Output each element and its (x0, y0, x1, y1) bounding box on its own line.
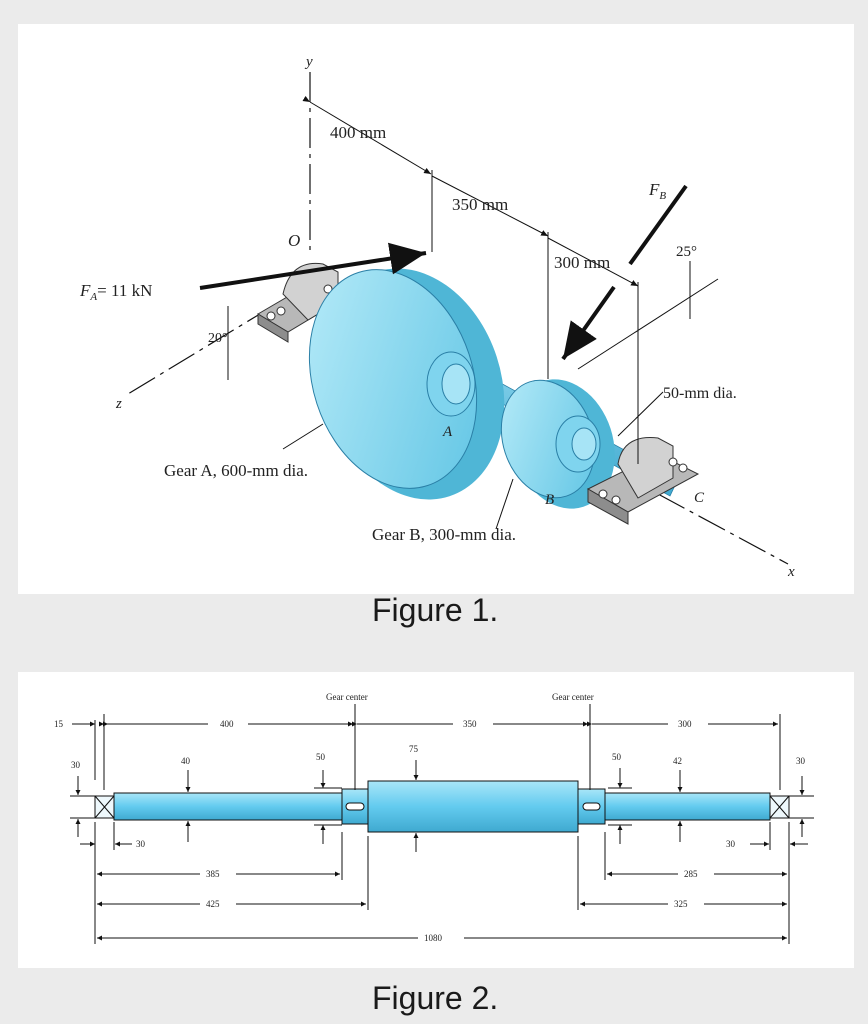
x-axis-line (657, 493, 789, 565)
figure-1-panel: y z x O 400 mm 350 mm 300 mm FB 25° FA= … (18, 24, 854, 594)
dim-42: 42 (673, 756, 682, 766)
shaft-profile (94, 780, 790, 833)
dim-15: 15 (54, 719, 64, 729)
dimension-400: 400 mm (330, 123, 386, 142)
shaft-diameter-label: 50-mm dia. (663, 385, 737, 402)
dim-425: 425 (206, 899, 220, 909)
point-b-label: B (545, 492, 554, 508)
figure-2-panel: Gear center Gear center 15 400 350 300 3… (18, 672, 854, 968)
shaft-segment-42 (604, 792, 771, 821)
figure-1-caption: Figure 1. (372, 592, 499, 628)
force-b-arrow-head (561, 285, 616, 361)
dim-30-right: 30 (796, 756, 806, 766)
gear-center-right-label: Gear center (552, 692, 594, 702)
dim-30-left: 30 (71, 760, 81, 770)
y-axis-label: y (304, 54, 313, 70)
dim-325: 325 (674, 899, 688, 909)
z-axis-label: z (115, 396, 122, 412)
dim-300: 300 (678, 719, 692, 729)
dim-30-bottom-right: 30 (726, 839, 736, 849)
right-bearing (586, 437, 700, 525)
point-a-label: A (442, 424, 453, 440)
angle-25-label: 25° (676, 244, 697, 260)
dim-350: 350 (463, 719, 477, 729)
shaft-dimension-drawing: Gear center Gear center 15 400 350 300 3… (54, 692, 814, 944)
shaft-segment-75 (367, 780, 579, 833)
dim-385: 385 (206, 869, 220, 879)
figure-2-caption: Figure 2. (372, 980, 499, 1016)
gear-a-label: Gear A, 600-mm dia. (164, 461, 308, 480)
gear-a (308, 268, 505, 500)
force-a-arrow (199, 242, 427, 290)
force-b-label: FB (648, 180, 666, 202)
dim-50-right: 50 (612, 752, 622, 762)
dimension-350: 350 mm (452, 195, 508, 214)
dim-40: 40 (181, 756, 191, 766)
dim-50-left: 50 (316, 752, 326, 762)
dim-285: 285 (684, 869, 698, 879)
shaft-3d-diagram: y z x O 400 mm 350 mm 300 mm FB 25° FA= … (79, 54, 795, 580)
angle-20-label: 20° (208, 331, 228, 346)
gear-b (500, 379, 615, 509)
force-a-label: FA= 11 kN (79, 281, 152, 303)
origin-label: O (288, 231, 300, 250)
x-axis-label: x (787, 564, 795, 580)
point-c-label: C (694, 490, 705, 506)
shaft-segment-40 (113, 792, 343, 821)
dim-75: 75 (409, 744, 419, 754)
dimension-300: 300 mm (554, 253, 610, 272)
gear-b-label: Gear B, 300-mm dia. (372, 525, 516, 544)
force-b-arrow (628, 184, 688, 266)
dim-1080: 1080 (424, 933, 443, 943)
gear-center-left-label: Gear center (326, 692, 368, 702)
z-axis-line (127, 305, 274, 395)
dim-400: 400 (220, 719, 234, 729)
dim-30-bottom-left: 30 (136, 839, 146, 849)
